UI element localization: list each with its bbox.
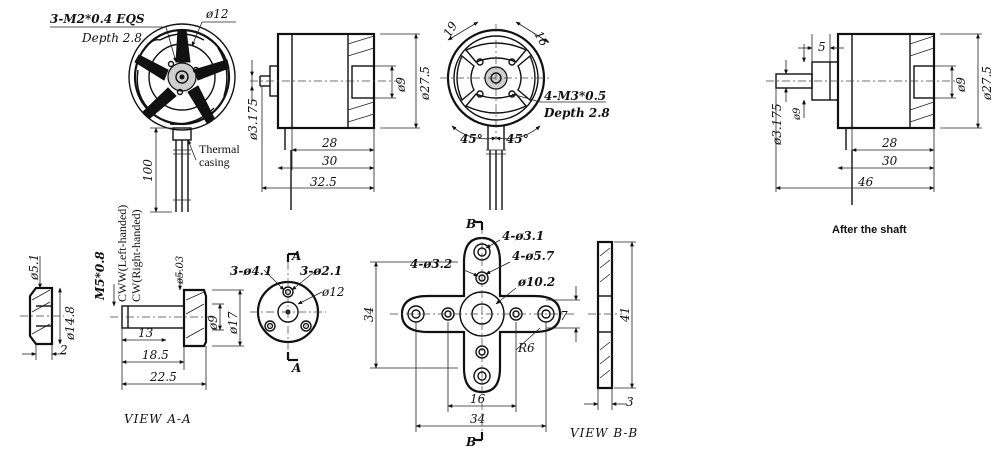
len2-label: 2 xyxy=(59,343,68,357)
mount16-label: 16 xyxy=(470,392,486,406)
back-45-left-label: 45° xyxy=(460,132,483,146)
front-depth-label: Depth 2.8 xyxy=(81,31,142,45)
length-100-label: 100 xyxy=(141,159,155,182)
hole41-label: 3-ø4.1 xyxy=(230,264,272,278)
front-screw-label: 3-M2*0.4 EQS xyxy=(50,12,145,26)
after-phi3175-label: ø3.175 xyxy=(770,103,784,146)
after-phi9-small-label: ø9 xyxy=(792,107,803,121)
hole31-label: 4-ø3.1 xyxy=(502,229,544,243)
len225-label: 22.5 xyxy=(149,370,177,384)
r6-label: R6 xyxy=(517,341,535,355)
mount-section-view xyxy=(584,240,636,410)
after-phi9-label: ø9 xyxy=(954,77,968,93)
phi9-adapter-label: ø9 xyxy=(206,315,220,331)
after-46-label: 46 xyxy=(857,175,874,189)
back-45-right-label: 45° xyxy=(506,132,529,146)
section-a-bottom-label: A xyxy=(291,361,301,375)
phi17-label: ø17 xyxy=(226,311,240,335)
side-30-label: 30 xyxy=(322,154,338,168)
after-5-label: 5 xyxy=(818,40,826,54)
after-shaft-view xyxy=(766,32,982,205)
side-view xyxy=(250,32,420,210)
mount7-label: 7 xyxy=(560,309,568,323)
len185-label: 18.5 xyxy=(142,348,169,362)
after-28-label: 28 xyxy=(881,136,898,150)
mount3-label: 3 xyxy=(626,395,634,409)
phi51-label: ø5.1 xyxy=(27,254,41,281)
side-phi3175-label: ø3.175 xyxy=(246,98,260,141)
section-b-bottom-label: B xyxy=(465,435,476,449)
back-screw-label: 4-M3*0.5 xyxy=(544,89,606,103)
after-shaft-caption: After the shaft xyxy=(832,224,907,236)
front-view xyxy=(50,21,236,213)
prop-adapter-front-view xyxy=(250,252,326,362)
side-28-label: 28 xyxy=(321,136,338,150)
phi503-label: ø5.03 xyxy=(175,256,186,285)
cross-mount-view xyxy=(370,220,580,442)
phi102-label: ø10.2 xyxy=(517,275,555,289)
view-aa-caption: VIEW A-A xyxy=(124,412,192,426)
front-phi12-label: ø12 xyxy=(205,7,229,21)
hole32-label: 4-ø3.2 xyxy=(410,257,452,271)
thermal-label: Thermal xyxy=(199,142,240,156)
mount34-vertical-label: 34 xyxy=(362,307,376,322)
casing-label: casing xyxy=(199,155,230,169)
phi12-adapter-label: ø12 xyxy=(321,285,345,299)
side-phi9-label: ø9 xyxy=(394,77,408,93)
phi148-label: ø14.8 xyxy=(63,306,77,341)
back-depth-label: Depth 2.8 xyxy=(543,106,610,120)
back-16-label: 16 xyxy=(531,29,551,50)
cww-label: CWW(Left-handed) xyxy=(115,205,129,302)
len13-label: 13 xyxy=(138,326,154,340)
after-phi275-label: ø27.5 xyxy=(980,66,994,101)
mount41-label: 41 xyxy=(618,307,632,323)
hole57-label: 4-ø5.7 xyxy=(512,249,555,263)
section-a-top-label: A xyxy=(291,249,301,263)
after-30-label: 30 xyxy=(882,154,898,168)
section-b-top-label: B xyxy=(465,217,476,231)
side-325-label: 32.5 xyxy=(310,175,337,189)
cw-label: CW(Right-handed) xyxy=(129,209,143,302)
hole21-label: 3-ø2.1 xyxy=(300,264,342,278)
m5-label: M5*0.8 xyxy=(93,251,107,301)
back-19-label: 19 xyxy=(440,19,460,40)
side-phi275-label: ø27.5 xyxy=(418,66,432,101)
view-bb-caption: VIEW B-B xyxy=(570,426,638,440)
back-view xyxy=(440,21,606,210)
mount34-horizontal-label: 34 xyxy=(470,412,485,426)
prop-adapter-side-view xyxy=(20,256,244,390)
